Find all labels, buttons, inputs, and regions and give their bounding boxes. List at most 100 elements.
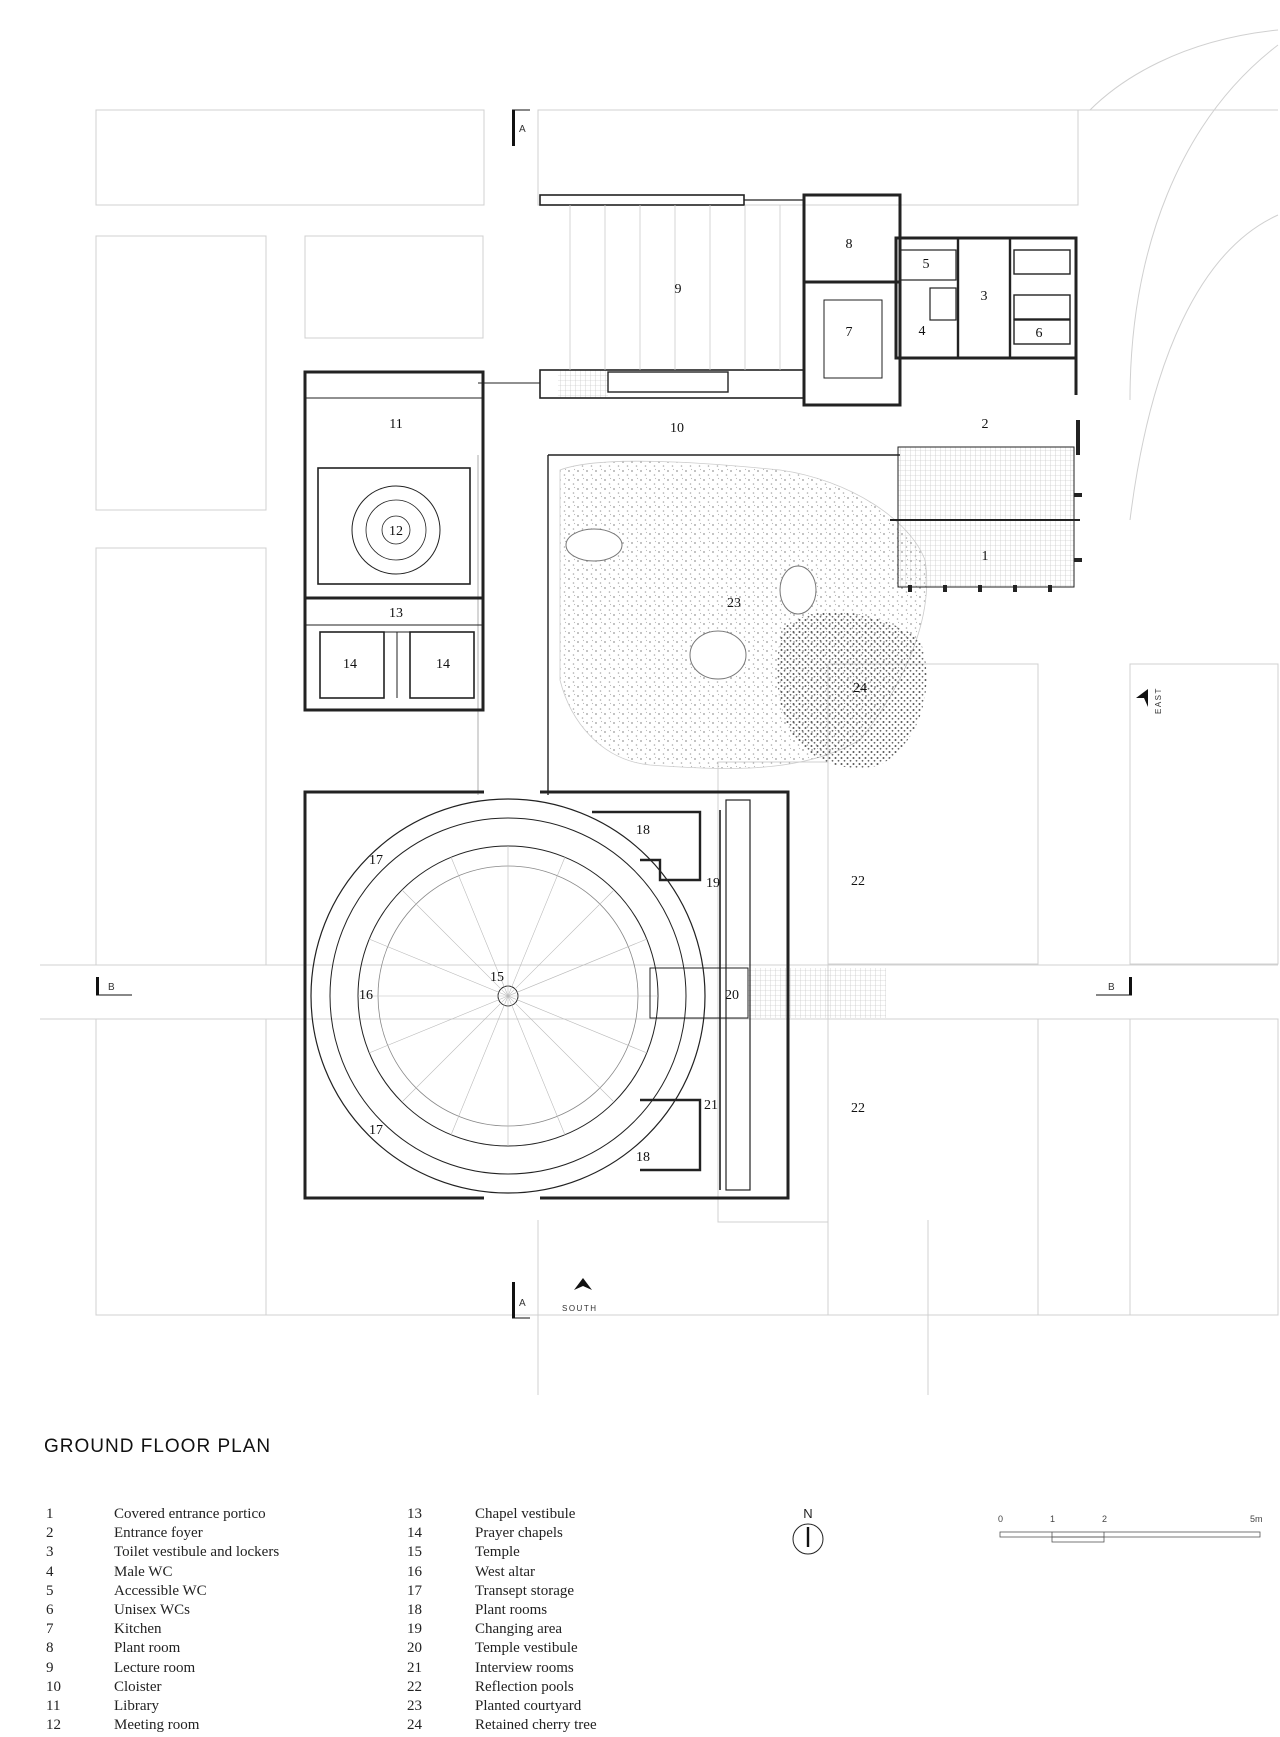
legend-item: 20 Temple vestibule [405,1639,597,1658]
room-label-4: 4 [919,324,926,339]
room-label-22a: 22 [851,874,865,889]
room-label-11: 11 [389,417,402,432]
legend-number: 9 [46,1659,54,1676]
legend-number: 8 [46,1640,54,1657]
legend-item: 23 Planted courtyard [405,1697,597,1716]
room-numbers: 1 2 3 4 5 6 7 8 9 10 11 12 13 14 14 15 1… [343,237,1043,1165]
legend-label: Entrance foyer [114,1525,203,1542]
legend-item: 14 Prayer chapels [405,1524,597,1543]
legend-number: 11 [46,1697,61,1714]
room-label-18b: 18 [636,1150,650,1165]
legend-label: Plant rooms [475,1601,548,1618]
legend-number: 13 [407,1506,422,1522]
legend-label: Cloister [114,1678,162,1695]
toilets-block [894,236,1078,395]
legend-label: Plant room [114,1640,181,1657]
room-label-5: 5 [923,257,930,272]
legend-number: 5 [46,1582,54,1599]
north-arrow: N [790,1506,826,1562]
south-arrow-icon: SOUTH [562,1278,596,1313]
room-label-14b: 14 [436,657,450,672]
room-label-19: 19 [706,876,720,891]
legend-number: 24 [407,1717,422,1734]
entrance-portico [890,420,1082,592]
room-label-2: 2 [982,417,989,432]
legend-number: 21 [407,1659,422,1676]
legend-number: 10 [46,1678,61,1695]
legend-label: Interview rooms [475,1659,574,1676]
legend-label: Unisex WCs [114,1601,190,1618]
floor-plan-drawing: A A B B SOUTH EAST 1 2 3 4 5 6 7 8 9 10 … [40,29,1279,1395]
site-context [40,29,1279,1395]
room-label-24: 24 [853,681,867,696]
scale-tick-label: 0 [998,1514,1004,1524]
legend-label: Temple [475,1544,520,1561]
legend-label: Planted courtyard [475,1697,582,1714]
north-label: N [803,1506,813,1521]
svg-text:EAST: EAST [1154,687,1163,714]
legend-item: 3 Toilet vestibule and lockers [44,1543,279,1562]
legend-label: Changing area [475,1621,563,1638]
svg-text:B: B [1108,982,1115,993]
section-marker-a-bottom: A [512,1282,530,1319]
svg-text:B: B [108,982,115,993]
legend-label: Temple vestibule [475,1640,578,1657]
legend-number: 14 [407,1525,422,1542]
planted-courtyard [559,460,928,769]
room-label-6: 6 [1036,326,1043,341]
scale-tick-label: 1 [1050,1514,1056,1524]
legend-number: 23 [407,1697,422,1714]
legend-item: 6 Unisex WCs [44,1601,279,1620]
paving [558,370,1074,1018]
legend-number: 3 [46,1544,54,1561]
room-label-16: 16 [359,988,373,1003]
scale-tick-label: 2 [1102,1514,1108,1524]
scale-bar: 0 1 2 5m [995,1514,1265,1554]
legend-label: West altar [475,1563,536,1580]
svg-text:A: A [519,124,526,135]
legend-label: Male WC [114,1563,173,1580]
legend-label: Prayer chapels [475,1525,563,1542]
room-label-17a: 17 [369,853,383,868]
temple-block [303,790,790,1200]
section-marker-b-left: B [96,977,132,996]
section-marker-b-right: B [1096,977,1132,996]
legend-number: 20 [407,1640,422,1657]
legend-number: 15 [407,1544,422,1561]
svg-text:A: A [519,1298,526,1309]
room-label-15: 15 [490,970,504,985]
legend-number: 6 [46,1601,54,1618]
legend-label: Transept storage [475,1582,575,1599]
section-marker-a-top: A [512,109,530,146]
legend-label: Meeting room [114,1717,200,1734]
legend-label: Toilet vestibule and lockers [114,1544,280,1561]
room-label-7: 7 [846,325,853,340]
room-label-22b: 22 [851,1101,865,1116]
legend-label: Reflection pools [475,1678,574,1695]
room-label-14a: 14 [343,657,357,672]
legend-label: Accessible WC [114,1582,207,1599]
room-label-12: 12 [389,524,403,539]
legend-number: 4 [46,1563,54,1580]
legend-label: Covered entrance portico [114,1506,266,1522]
room-label-17b: 17 [369,1123,383,1138]
plan-title: GROUND FLOOR PLAN [44,1436,272,1457]
legend-number: 2 [46,1525,54,1542]
lecture-room-block [539,193,902,407]
room-label-1: 1 [982,549,989,564]
library-block [303,370,485,600]
room-label-10: 10 [670,421,684,436]
room-label-3: 3 [981,289,988,304]
room-label-23: 23 [727,596,741,611]
